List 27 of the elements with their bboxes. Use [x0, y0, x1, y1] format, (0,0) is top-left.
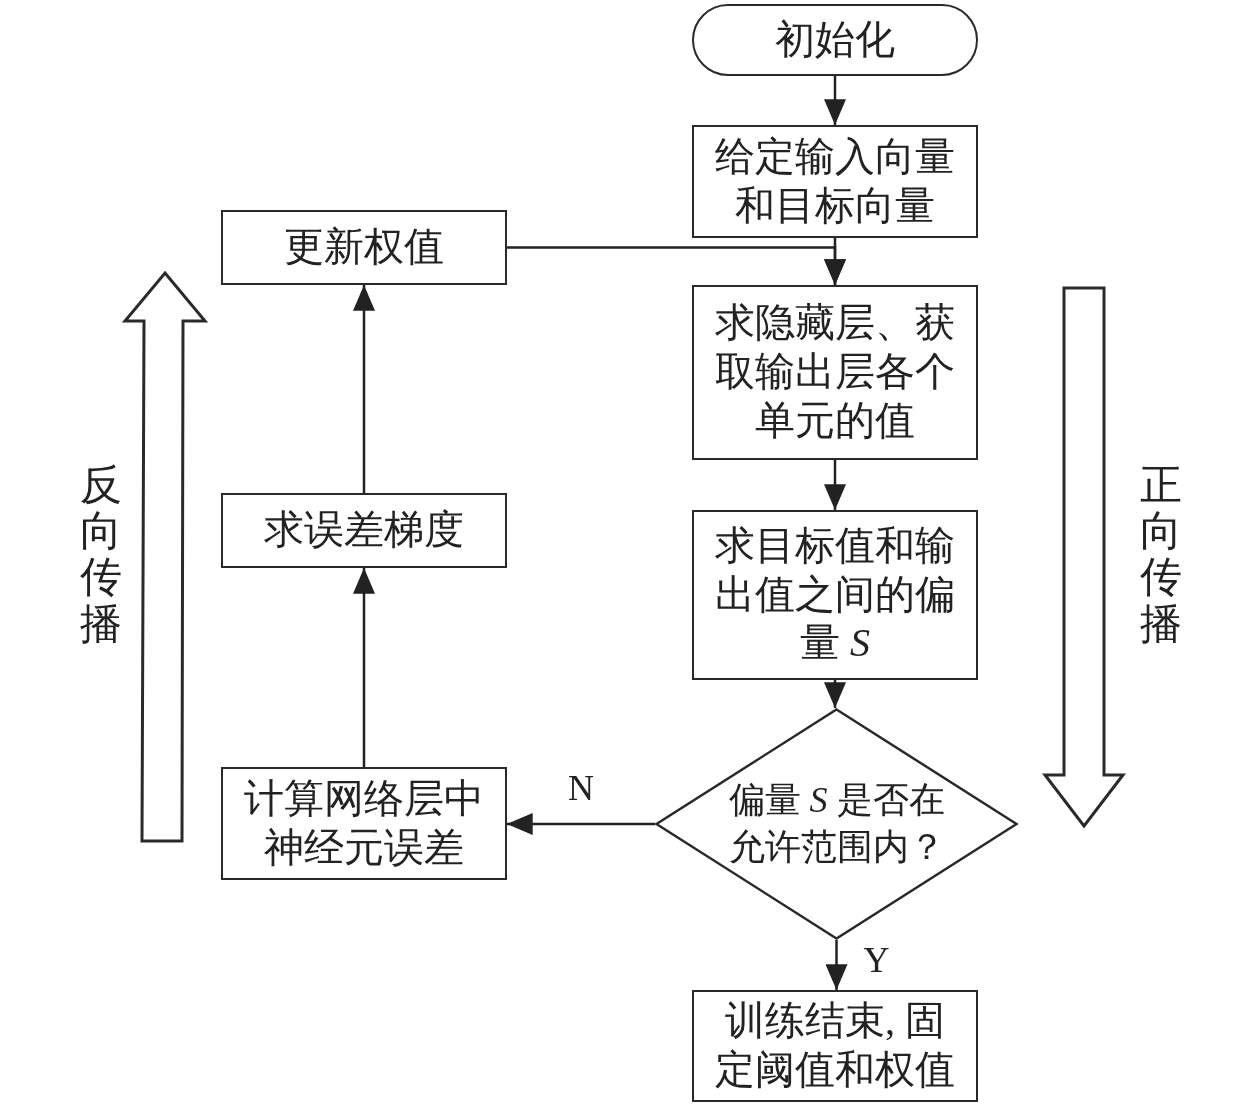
arrow	[824, 76, 846, 125]
node-text: 求目标值和输出值之间的偏量 S	[714, 521, 956, 668]
arrow	[353, 285, 375, 493]
process-box	[692, 990, 978, 1102]
node-text: 初始化	[775, 15, 895, 64]
process-box	[221, 767, 507, 880]
arrow	[353, 568, 375, 767]
arrow	[507, 813, 655, 835]
decision-diamond	[655, 708, 1018, 940]
node-text: 训练结束, 固定阈值和权值	[714, 997, 956, 1094]
arrow	[507, 246, 846, 285]
process-box	[221, 493, 507, 568]
vertical-label: 反向传播	[80, 462, 122, 647]
node-text: 更新权值	[284, 223, 444, 272]
arrow	[824, 460, 846, 510]
process-box	[692, 510, 978, 680]
node-text: 计算网络层中神经元误差	[243, 774, 485, 872]
process-box	[692, 125, 978, 238]
vertical-label: 正向传播	[1140, 462, 1182, 647]
node-text: 求隐藏层、获取输出层各个单元的值	[714, 299, 956, 445]
node-text: 给定输入向量和目标向量	[714, 132, 956, 230]
node-text: 偏量 S 是否在允许范围内？	[727, 779, 946, 869]
process-box	[692, 285, 978, 460]
process-box	[221, 210, 507, 285]
arrow	[824, 680, 846, 708]
node-text: 求误差梯度	[264, 506, 464, 555]
arrow	[825, 940, 848, 990]
